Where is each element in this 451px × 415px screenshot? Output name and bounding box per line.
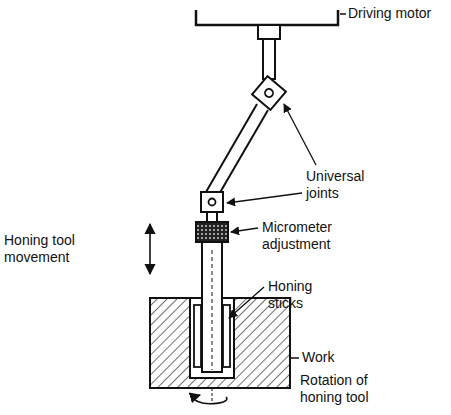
part-label: Micrometer adjustment [262,219,354,253]
part-label: Honing tool movement [4,232,96,266]
part-label: Honing sticks [268,278,334,312]
leader-line [291,357,299,359]
joint-pin [209,199,216,206]
leader-line [227,193,302,203]
part-label: Universal joints [306,168,378,202]
part-label: Work [302,349,362,366]
tool-axis [212,250,213,370]
honing-tool-body [202,242,222,372]
micrometer-head [196,222,228,242]
universal-joint [201,192,223,212]
tool-axis [212,388,213,404]
honing-stick [223,305,230,367]
leader-dash [340,13,346,15]
part-label: Driving motor [348,5,448,22]
part-label: Rotation of honing tool [300,372,392,406]
tool-shaft [207,212,217,222]
honing-stick [194,305,201,367]
motor-housing [196,10,338,25]
leader-line [229,287,264,318]
leader-line [284,104,316,165]
movement-arrow [149,224,151,274]
motor-hub [258,25,280,39]
motor-shaft [263,39,275,79]
leader-line [231,228,258,232]
drive-rod [206,104,268,196]
rotation-arrow [195,395,227,404]
joint-pin [263,87,274,98]
